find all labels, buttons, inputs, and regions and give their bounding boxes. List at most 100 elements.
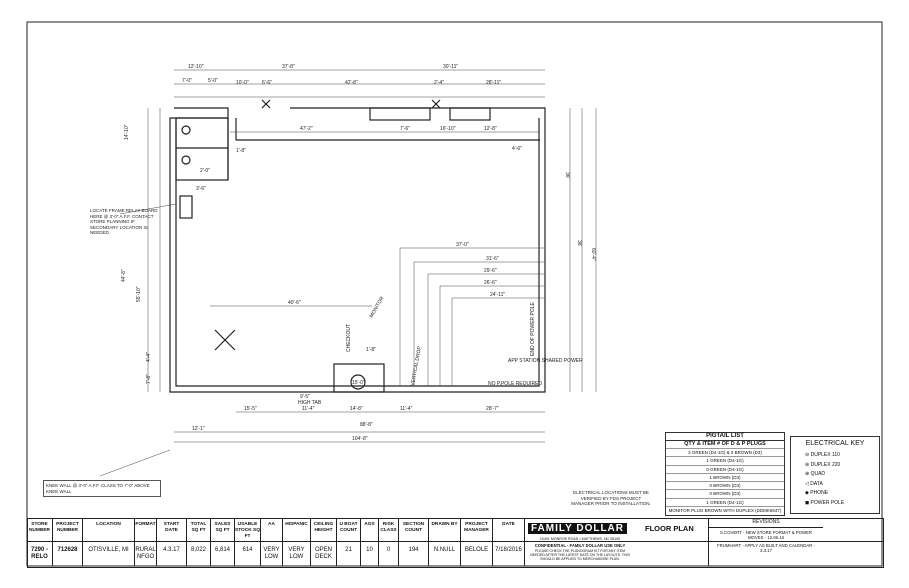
title-block-header: HISPANIC [285, 522, 308, 527]
key-item: DATA [810, 480, 823, 487]
title-block-value: RURAL NFGO [135, 547, 156, 560]
title-block-header: START DATE [163, 522, 180, 533]
dim-bottom-2: 104'-8" [352, 436, 368, 442]
pigtail-row: 1 GREEN (D4-1G) [666, 456, 784, 464]
duplex-110-icon: ⊖ [805, 452, 810, 458]
revisions-title: REVISIONS [709, 518, 823, 528]
pigtail-row: 0 BROWN (D3) [666, 489, 784, 497]
key-item: QUAD [810, 471, 826, 477]
key-item: DUPLEX 110 [810, 452, 840, 458]
dim-int-14: 1'-8" [366, 347, 376, 353]
label-end-power-pole: END OF POWER POLE [530, 301, 536, 356]
logo-text: FAMILY DOLLAR [528, 523, 628, 534]
dim-int-6: 37'-0" [456, 242, 469, 248]
title-block-value: 10 [366, 547, 373, 553]
knee-wall-note: KNEE WALL @ 3'-0" A.F.F. CLASS TO 7'-0" … [43, 480, 161, 497]
title-block-header: DRAWN BY [431, 522, 458, 527]
title-block-value: 614 [242, 547, 253, 553]
dim-int-4: 12'-8" [484, 126, 497, 132]
revision-item: FRUMHART - APPLY AS BUILT AND CALENDAR -… [717, 543, 815, 553]
electrical-key: ELECTRICAL KEY ⊖ DUPLEX 110 ⊜ DUPLEX 220… [790, 436, 880, 514]
title-block-header: AA [268, 522, 275, 527]
electrical-key-title: ELECTRICAL KEY [805, 440, 865, 447]
dim-left-5: 7'-8" [146, 374, 152, 384]
title-block-value: 194 [408, 547, 419, 553]
title-block-cell: AGS 10 [361, 518, 379, 566]
title-block-value: OPEN DECK [314, 547, 332, 560]
dim-top2-1: 7'-0" [182, 78, 192, 84]
pigtail-row: 0 GREEN (D4-1G) [666, 464, 784, 473]
sheet-title: FLOOR PLAN [645, 524, 694, 533]
electrical-locations-note: ELECTRICAL LOCATIONS MUST BE VERIFIED BY… [571, 490, 651, 506]
dim-right-3: 60'-4" [590, 248, 596, 261]
dim-top2-3: 10'-0" [236, 80, 249, 86]
dim-bottom-8: 28'-7" [486, 406, 499, 412]
pigtail-row: 1 BROWN (D3) [666, 472, 784, 481]
frame-relay-note: LOCATE FRAME RELAY BOARD HERE @ 3'-0" A.… [90, 208, 158, 235]
dim-left-4: 4'-4" [146, 352, 152, 362]
title-block-cell: STORE NUMBER 7290 - RELO [27, 518, 53, 566]
data-icon: ◁ [805, 480, 809, 487]
company-address: 10401 MONROE ROAD • MATTHEWS, NC 28105 [539, 537, 621, 541]
label-checkout: CHECKOUT [346, 324, 352, 352]
title-block-value: VERY LOW [263, 547, 280, 560]
title-block-header: SECTION COUNT [402, 522, 425, 533]
dim-bottom-4: 11'-4" [302, 406, 315, 412]
title-block-value: 0 [386, 547, 391, 553]
confidential-label: CONFIDENTIAL - FAMILY DOLLAR USE ONLY [534, 543, 626, 548]
dim-int-9: 26'-6" [484, 280, 497, 286]
dim-left-1: 14'-10" [124, 124, 130, 140]
dim-int-16: 1'-8" [236, 148, 246, 154]
title-block-header: PROJECT NUMBER [56, 522, 79, 533]
pigtail-subtitle: QTY & ITEM # OF D & P PLUGS [666, 440, 784, 448]
disclaimer: PLEASE CHECK THE PLANOGRAM KIT FOR ANY I… [530, 549, 630, 562]
dim-left-2: 44'-8" [121, 269, 127, 282]
pigtail-row: 3 GREEN (D4-1G) & 3 BROWN (D3) [666, 448, 784, 456]
dim-int-5: 4'-6" [512, 146, 522, 152]
title-block-header: AGS [364, 522, 375, 527]
title-block-value: 8,022 [190, 547, 206, 553]
title-block-value: 7/18/2016 [495, 547, 522, 553]
dim-int-7: 31'-6" [486, 256, 499, 262]
title-block-header: STORE NUMBER [28, 522, 51, 533]
pigtail-row: 0 BROWN (D3) [666, 481, 784, 489]
title-block-value: 21 [345, 547, 352, 553]
title-block-value: 712628 [57, 547, 78, 553]
dim-int-17: 3'-6" [196, 186, 206, 192]
label-high-tab: HIGH TAB [298, 400, 322, 406]
title-block-value: 7290 - RELO [30, 547, 48, 560]
dim-top2-2: 5'-0" [208, 78, 218, 84]
dim-top2-5: 42'-8" [345, 80, 358, 86]
title-block-value: OTISVILLE, MI [88, 547, 129, 553]
label-app-station: APP STATION SHARED POWER [508, 358, 583, 364]
title-block-cell: FORMAT RURAL NFGO [135, 518, 157, 566]
title-block-header: FORMAT [135, 522, 156, 527]
phone-icon: ◆ [805, 490, 809, 496]
dim-top2-4: 6'-6" [262, 80, 272, 86]
dim-int-15: 2'-0" [200, 168, 210, 174]
dim-bottom-6: 88'-8" [360, 422, 373, 428]
dim-top-3: 30'-11" [443, 64, 458, 70]
dim-int-3: 16'-10" [440, 126, 456, 132]
pigtail-row: 1 GREEN (D4-1G) [666, 497, 784, 506]
dim-top2-6: 2'-4" [434, 80, 444, 86]
dim-int-11: 40'-6" [288, 300, 301, 306]
dim-bottom-1: 12'-1" [192, 426, 205, 432]
revision-item: S.COVERT - NEW STORE FORMAT & POWER MOVE… [720, 530, 812, 540]
dim-int-12: 15'-0" [352, 380, 365, 386]
dim-top-1: 12'-10" [188, 64, 204, 70]
dim-right-1: 36' [564, 172, 570, 179]
